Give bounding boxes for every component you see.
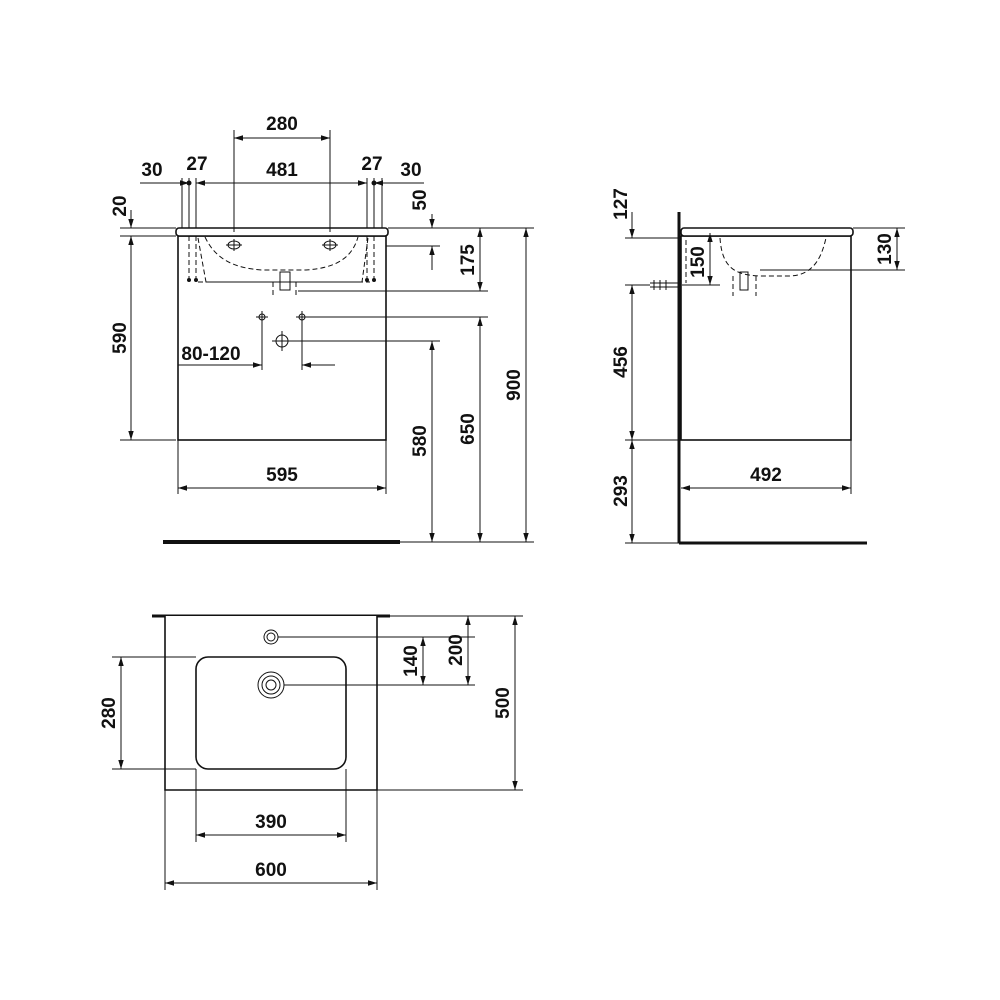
dim-293: 293 [611, 475, 632, 507]
dim-590: 590 [110, 322, 131, 354]
dim-130: 130 [875, 233, 896, 265]
dim-30-right: 30 [400, 160, 421, 181]
tap-hole-left-icon [226, 239, 242, 251]
dim-280-top-view: 280 [99, 697, 120, 729]
basin-inner-dashed [197, 237, 369, 283]
dim-600: 600 [255, 860, 287, 881]
side-basin-dashed [719, 237, 827, 277]
dim-127: 127 [611, 188, 632, 220]
dim-175: 175 [458, 244, 479, 276]
tap-hole-right-icon [322, 239, 338, 251]
dim-20: 20 [110, 195, 131, 216]
front-view: 280 30 27 481 27 30 20 50 175 [110, 114, 534, 544]
dim-390: 390 [255, 812, 287, 833]
fixing-points-left [187, 236, 198, 282]
side-washbasin-top [680, 227, 854, 237]
dim-30-left: 30 [141, 160, 162, 181]
dim-280-top: 280 [266, 114, 298, 135]
dim-481: 481 [266, 160, 298, 181]
side-view: 127 150 130 456 293 492 [611, 188, 905, 545]
dim-200: 200 [446, 634, 467, 666]
side-drain-icon [739, 271, 749, 291]
wall-fixing-icon [650, 280, 681, 290]
drain-icon [279, 271, 291, 291]
washbasin-top [175, 227, 389, 237]
dim-595: 595 [266, 465, 298, 486]
dim-80-120: 80-120 [181, 344, 240, 365]
dim-650: 650 [458, 413, 479, 445]
water-connection-icons [256, 311, 308, 351]
basin-bowl [195, 656, 347, 770]
dim-900: 900 [504, 369, 525, 401]
dim-456: 456 [611, 346, 632, 378]
fixing-points-right [365, 236, 376, 282]
dim-500: 500 [493, 687, 514, 719]
dim-27-left: 27 [186, 154, 207, 175]
basin-outline-dashed [204, 236, 359, 271]
dim-150: 150 [688, 246, 709, 278]
top-view: 140 200 500 280 390 600 [99, 614, 523, 890]
dim-492: 492 [750, 465, 782, 486]
dim-50: 50 [410, 189, 431, 210]
dim-140: 140 [401, 645, 422, 677]
dim-580: 580 [410, 425, 431, 457]
dim-27-right: 27 [361, 154, 382, 175]
